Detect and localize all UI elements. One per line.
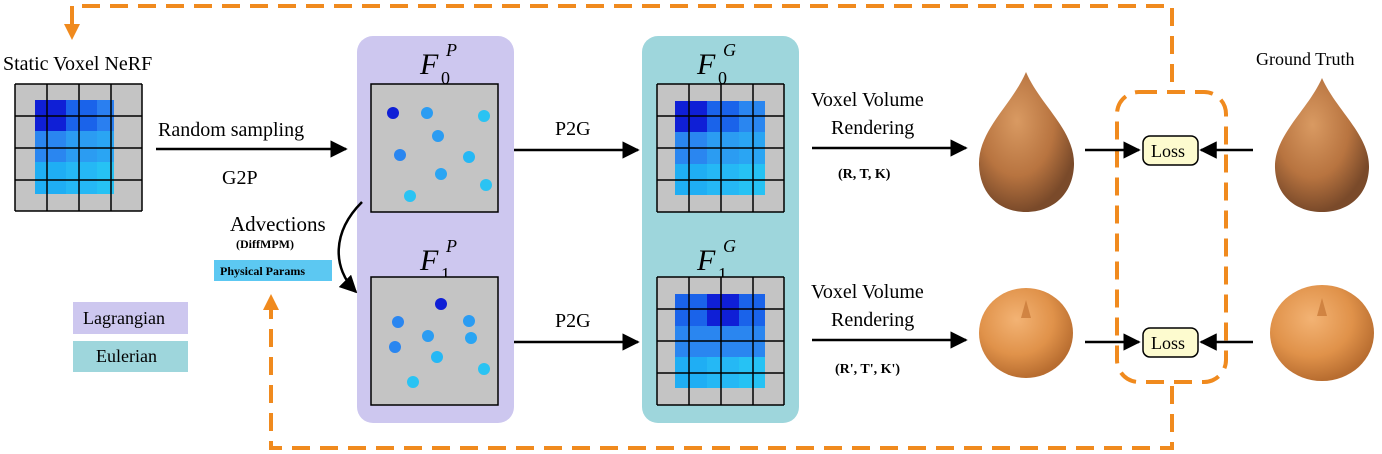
particle <box>432 130 444 142</box>
static-nerf-grid <box>14 83 143 212</box>
feedback-loop-bottom <box>263 294 1174 450</box>
particle <box>465 332 477 344</box>
fp0-sup: P <box>445 40 457 60</box>
advections-label: Advections <box>230 212 326 236</box>
loss-bottom-label: Loss <box>1151 333 1185 353</box>
particle <box>478 110 490 122</box>
eulerian-grid-0 <box>656 83 785 213</box>
fg0-sup: G <box>723 40 736 60</box>
advection-curved-arrow <box>337 201 363 294</box>
physical-params-box <box>214 260 332 281</box>
physical-params-label: Physical Params <box>220 264 305 278</box>
particle <box>389 341 401 353</box>
render-top-params: (R, T, K) <box>838 167 891 182</box>
ground-truth-title: Ground Truth <box>1256 49 1355 69</box>
particle <box>394 149 406 161</box>
fp1-sup: P <box>445 236 457 256</box>
rendered-drop-image <box>978 72 1075 212</box>
p2g-bottom-label: P2G <box>555 310 591 332</box>
particle <box>463 315 475 327</box>
g2p-label: G2P <box>222 167 258 189</box>
particle <box>480 179 492 191</box>
random-sampling-label: Random sampling <box>158 119 304 141</box>
particle <box>392 316 404 328</box>
loss-box-top <box>1142 135 1199 166</box>
particle <box>431 351 443 363</box>
fp0-base: F <box>419 48 439 81</box>
render-top-line1: Voxel Volume <box>811 89 924 111</box>
ground-truth-drop-image <box>1274 78 1370 212</box>
fp1-sub: 1 <box>441 264 450 284</box>
legend-lagrangian-label: Lagrangian <box>83 308 165 328</box>
particle <box>407 376 419 388</box>
orange-arrowhead-up-icon <box>263 294 279 310</box>
legend-eulerian-swatch <box>73 341 188 372</box>
diffmpm-label: (DiffMPM) <box>236 237 294 251</box>
loss-top-label: Loss <box>1151 141 1185 161</box>
render-bottom-params: (R', T', K') <box>835 362 900 377</box>
legend-lagrangian-swatch <box>73 302 188 334</box>
orange-arrowhead-down-icon <box>64 24 80 40</box>
fg1-sub: 1 <box>718 264 727 284</box>
particles-0 <box>387 107 492 202</box>
particles-1 <box>389 298 490 388</box>
fg1-sup: G <box>723 236 736 256</box>
render-top-line2: Rendering <box>831 117 914 139</box>
particle <box>478 363 490 375</box>
ground-truth-cone-image <box>1270 285 1374 381</box>
fg1-base: F <box>696 244 716 277</box>
fg0-base: F <box>696 48 716 81</box>
particle <box>463 151 475 163</box>
static-nerf-title: Static Voxel NeRF <box>3 53 152 75</box>
loss-box-bottom <box>1142 327 1199 358</box>
particle <box>435 298 447 310</box>
particle <box>404 190 416 202</box>
p2g-top-label: P2G <box>555 118 591 140</box>
particles-grid-1 <box>370 276 499 406</box>
fp0-sub: 0 <box>441 68 450 88</box>
rendered-cone-image <box>979 288 1073 378</box>
fp1-base: F <box>419 244 439 277</box>
particle <box>387 107 399 119</box>
loss-group-frame <box>1115 90 1228 384</box>
render-bottom-line2: Rendering <box>831 309 914 331</box>
particle <box>435 168 447 180</box>
legend-eulerian-label: Eulerian <box>96 346 157 366</box>
particle <box>422 330 434 342</box>
feedback-loop-top <box>64 4 1174 82</box>
eulerian-grid-1 <box>656 276 785 406</box>
particle <box>421 107 433 119</box>
render-bottom-line1: Voxel Volume <box>811 281 924 303</box>
particles-grid-0 <box>370 83 499 213</box>
fg0-sub: 0 <box>718 68 727 88</box>
